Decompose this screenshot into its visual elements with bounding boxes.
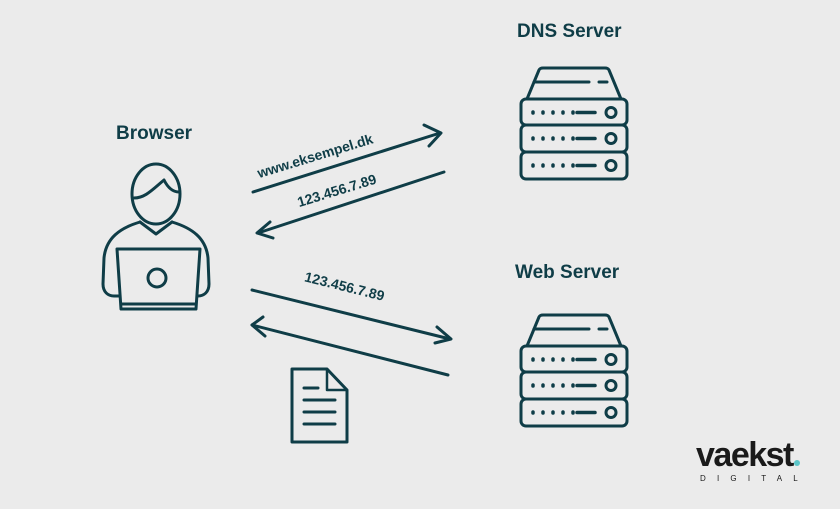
arrow-dns-to-browser xyxy=(255,170,446,240)
dns-server-icon xyxy=(519,66,629,181)
logo-subtitle: DIGITAL xyxy=(700,474,809,483)
web-server-label: Web Server xyxy=(515,262,620,283)
logo-word: vaekst xyxy=(696,436,794,474)
arrow-web-to-browser xyxy=(250,315,450,377)
vaekst-digital-logo: vaekst DIGITAL xyxy=(696,438,809,483)
person-with-laptop-icon xyxy=(101,162,211,311)
browser-label: Browser xyxy=(116,123,193,144)
dns-server-label: DNS Server xyxy=(517,21,622,42)
arrow-browser-to-dns xyxy=(251,123,443,194)
web-server-icon xyxy=(519,313,629,428)
document-icon xyxy=(290,367,349,444)
logo-dot xyxy=(793,460,800,466)
arrow-browser-to-web xyxy=(250,288,453,345)
